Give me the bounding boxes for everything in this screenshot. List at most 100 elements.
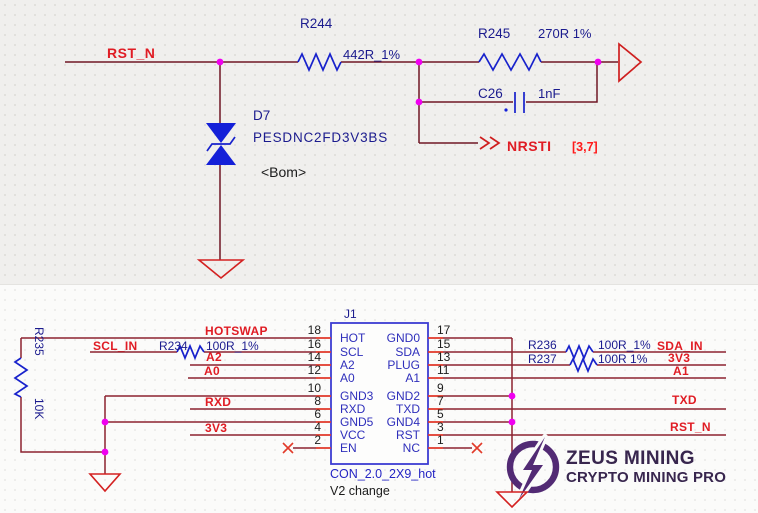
pin-number: 8 <box>314 394 321 408</box>
pin-number: 6 <box>314 407 321 421</box>
output-port-symbol <box>618 42 643 83</box>
pin-number: 9 <box>437 381 444 395</box>
r236-designator: R236 <box>528 338 557 352</box>
junction-dot <box>101 448 109 456</box>
junction-dot <box>594 58 602 66</box>
junction-dot <box>216 58 224 66</box>
left-pin-names: HOT SCL A2 A0 GND3 RXD GND5 VCC EN <box>340 331 374 455</box>
r237-designator: R237 <box>528 352 557 366</box>
junction-dot <box>508 392 516 400</box>
net-label-sda-in: SDA_IN <box>657 339 703 353</box>
net-label-nrsti: NRSTI <box>507 138 552 154</box>
net-label-txd: TXD <box>672 393 697 407</box>
net-label-hotswap: HOTSWAP <box>205 324 268 338</box>
net-label-a1: A1 <box>673 364 689 378</box>
r235-value: 10K <box>32 398 46 419</box>
top-circuit: RST_N R244 442R_1% R245 270R 1% C26 1nF … <box>65 16 643 280</box>
net-label-3v3-left: 3V3 <box>205 421 227 435</box>
net-label-rst-n-bottom: RST_N <box>670 420 711 434</box>
nrsti-port-chevron-icon <box>479 136 501 150</box>
pin-name: VCC <box>340 428 366 442</box>
pin-number: 3 <box>437 420 444 434</box>
left-pin-numbers: 18 16 14 12 10 8 6 4 2 <box>308 323 322 447</box>
net-label-a0: A0 <box>204 364 220 378</box>
pin-name: RXD <box>340 402 366 416</box>
j1-note: V2 change <box>330 484 390 498</box>
r237-value: 100R 1% <box>598 352 648 366</box>
resistor-r234-symbol <box>176 343 205 361</box>
pin-name: A2 <box>340 358 355 372</box>
pin-number: 10 <box>308 381 322 395</box>
pin-name: GND2 <box>387 389 421 403</box>
r245-designator: R245 <box>478 26 510 41</box>
pin-name: NC <box>403 441 421 455</box>
wire-r235 <box>20 338 105 453</box>
pin-name: A1 <box>405 371 420 385</box>
pin-number: 4 <box>314 420 321 434</box>
pin-name: PLUG <box>387 358 420 372</box>
net-label-scl-in: SCL_IN <box>93 339 137 353</box>
connector-j1-box <box>330 322 429 465</box>
nrsti-sheet-ref: [3,7] <box>572 140 598 154</box>
tvs-diode-d7-symbol <box>206 123 236 165</box>
r234-value: 100R_1% <box>206 339 259 353</box>
d7-bom-note: <Bom> <box>261 164 306 180</box>
resistor-r237-symbol <box>569 356 598 374</box>
net-label-a2: A2 <box>206 350 222 364</box>
pin-name: SDA <box>395 345 420 359</box>
pin-number: 7 <box>437 394 444 408</box>
logo-text-line2: CRYPTO MINING PRO <box>566 469 726 486</box>
pin-number: 14 <box>308 350 322 364</box>
ground-symbol-left <box>88 473 122 493</box>
capacitor-c26-symbol <box>504 92 525 113</box>
j1-part-number: CON_2.0_2X9_hot <box>330 467 436 481</box>
logo-circle <box>506 440 560 494</box>
pin-number: 5 <box>437 407 444 421</box>
right-pin-numbers: 17 15 13 11 9 7 5 3 1 <box>437 323 451 447</box>
right-pin-names: GND0 SDA PLUG A1 GND2 TXD GND4 RST NC <box>387 331 421 455</box>
c26-designator: C26 <box>478 86 503 101</box>
d7-designator: D7 <box>253 108 270 123</box>
resistor-r244-symbol <box>297 51 342 73</box>
pin-name: EN <box>340 441 357 455</box>
r235-designator: R235 <box>32 327 46 356</box>
r234-designator: R234 <box>159 339 188 353</box>
pin-number: 1 <box>437 433 444 447</box>
pin-name: RST <box>396 428 421 442</box>
pin-number: 18 <box>308 323 322 337</box>
junction-dot <box>415 58 423 66</box>
net-label-rst-n: RST_N <box>107 45 155 61</box>
pin-number: 13 <box>437 350 451 364</box>
r244-value: 442R_1% <box>343 47 401 62</box>
j1-designator: J1 <box>344 307 357 321</box>
d7-part-number: PESDNC2FD3V3BS <box>253 130 388 145</box>
top-section-background <box>0 0 758 284</box>
pin-name: HOT <box>340 331 366 345</box>
ground-symbol-d7 <box>196 259 246 280</box>
pin-name: GND3 <box>340 389 374 403</box>
pin-name: GND0 <box>387 331 421 345</box>
pin-number: 2 <box>314 433 321 447</box>
resistor-r235-symbol <box>13 357 29 398</box>
r244-designator: R244 <box>300 16 333 31</box>
pin-name: TXD <box>396 402 420 416</box>
pin-number: 17 <box>437 323 451 337</box>
c26-value: 1nF <box>538 86 560 101</box>
pin-stubs <box>316 337 443 449</box>
junction-dot <box>415 98 423 106</box>
pin-name: A0 <box>340 371 355 385</box>
wire-c26-right <box>526 62 598 103</box>
junction-dot <box>508 418 516 426</box>
pin-name: SCL <box>340 345 364 359</box>
junction-dot <box>101 418 109 426</box>
pin-number: 16 <box>308 337 322 351</box>
c26-polarity-dot <box>504 108 508 112</box>
pin-number: 11 <box>437 363 450 377</box>
pin-name: GND4 <box>387 415 421 429</box>
bottom-circuit: R235 10K HOTSWAP SCL_IN R234 100R_1% A2 … <box>13 307 726 509</box>
r236-value: 100R_1% <box>598 338 651 352</box>
pin-name: GND5 <box>340 415 374 429</box>
r245-value: 270R 1% <box>538 26 592 41</box>
